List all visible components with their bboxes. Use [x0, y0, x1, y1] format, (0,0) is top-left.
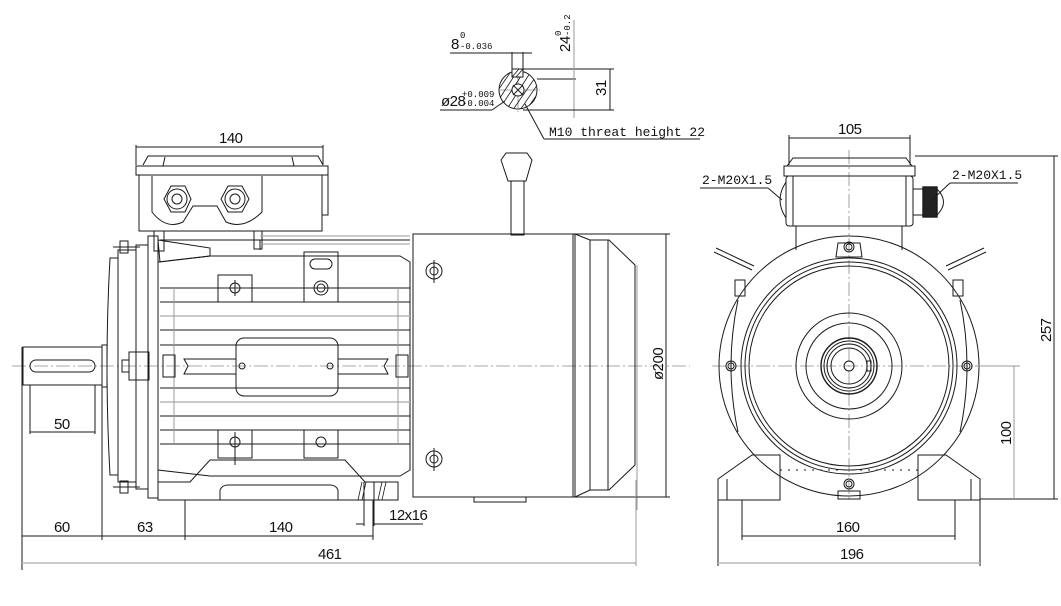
terminal-box-width-dim: 140 [219, 130, 243, 147]
key-width-lower-tol: -0.036 [460, 42, 492, 52]
shaft-diameter-lower-tol: -0.004 [462, 99, 494, 109]
overall-width-dim: 196 [840, 546, 864, 563]
lever-knob [500, 152, 533, 182]
end-housing [713, 235, 987, 501]
terminal-box [135, 155, 329, 252]
flange-to-foot-dim: 63 [137, 519, 153, 536]
foot-spacing-dim: 140 [269, 519, 293, 536]
key-depth-upper-tol: 0 [554, 31, 564, 36]
key-width-dim: 8 [451, 36, 459, 53]
shaft-length-dim: 50 [54, 416, 70, 433]
key-depth-dim: 24 [557, 36, 574, 52]
nameplate [235, 337, 339, 397]
brake-release-lever [510, 180, 525, 236]
shaft-extension-dim: 60 [54, 519, 70, 536]
foot-hole-dim: 12x16 [389, 507, 428, 524]
foot-hole-spacing-dim: 160 [836, 519, 860, 536]
left-gland-label: 2-M20X1.5 [702, 173, 772, 188]
brake-unit [412, 152, 638, 510]
end-terminal-box [779, 157, 944, 250]
brake-diameter-dim: ø200 [650, 348, 667, 380]
key-depth-lower-tol: -0.2 [563, 14, 573, 36]
side-view: 140 [12, 130, 690, 570]
shaft-height-dim: 31 [593, 80, 610, 96]
shaft-center-height-dim: 100 [998, 421, 1015, 445]
shaft-section-detail: 8 0 -0.036 24 0 -0.2 31 ø28 +0.009 -0.00… [440, 14, 705, 140]
right-gland-label: 2-M20X1.5 [952, 168, 1022, 183]
overall-length-dim: 461 [318, 546, 342, 563]
key [511, 68, 524, 78]
shaft-diameter-upper-tol: +0.009 [462, 90, 494, 100]
thread-note: M10 threat height 22 [549, 125, 705, 140]
end-terminal-box-width-dim: 105 [838, 121, 862, 138]
motor-frame [157, 235, 411, 526]
shaft-diameter-dim: ø28 [441, 93, 466, 110]
key-width-upper-tol: 0 [460, 31, 465, 41]
overall-height-dim: 257 [1038, 318, 1055, 342]
shaft [22, 344, 150, 388]
end-view: 105 2-M20X1.5 2-M20X1.5 [700, 121, 1058, 566]
